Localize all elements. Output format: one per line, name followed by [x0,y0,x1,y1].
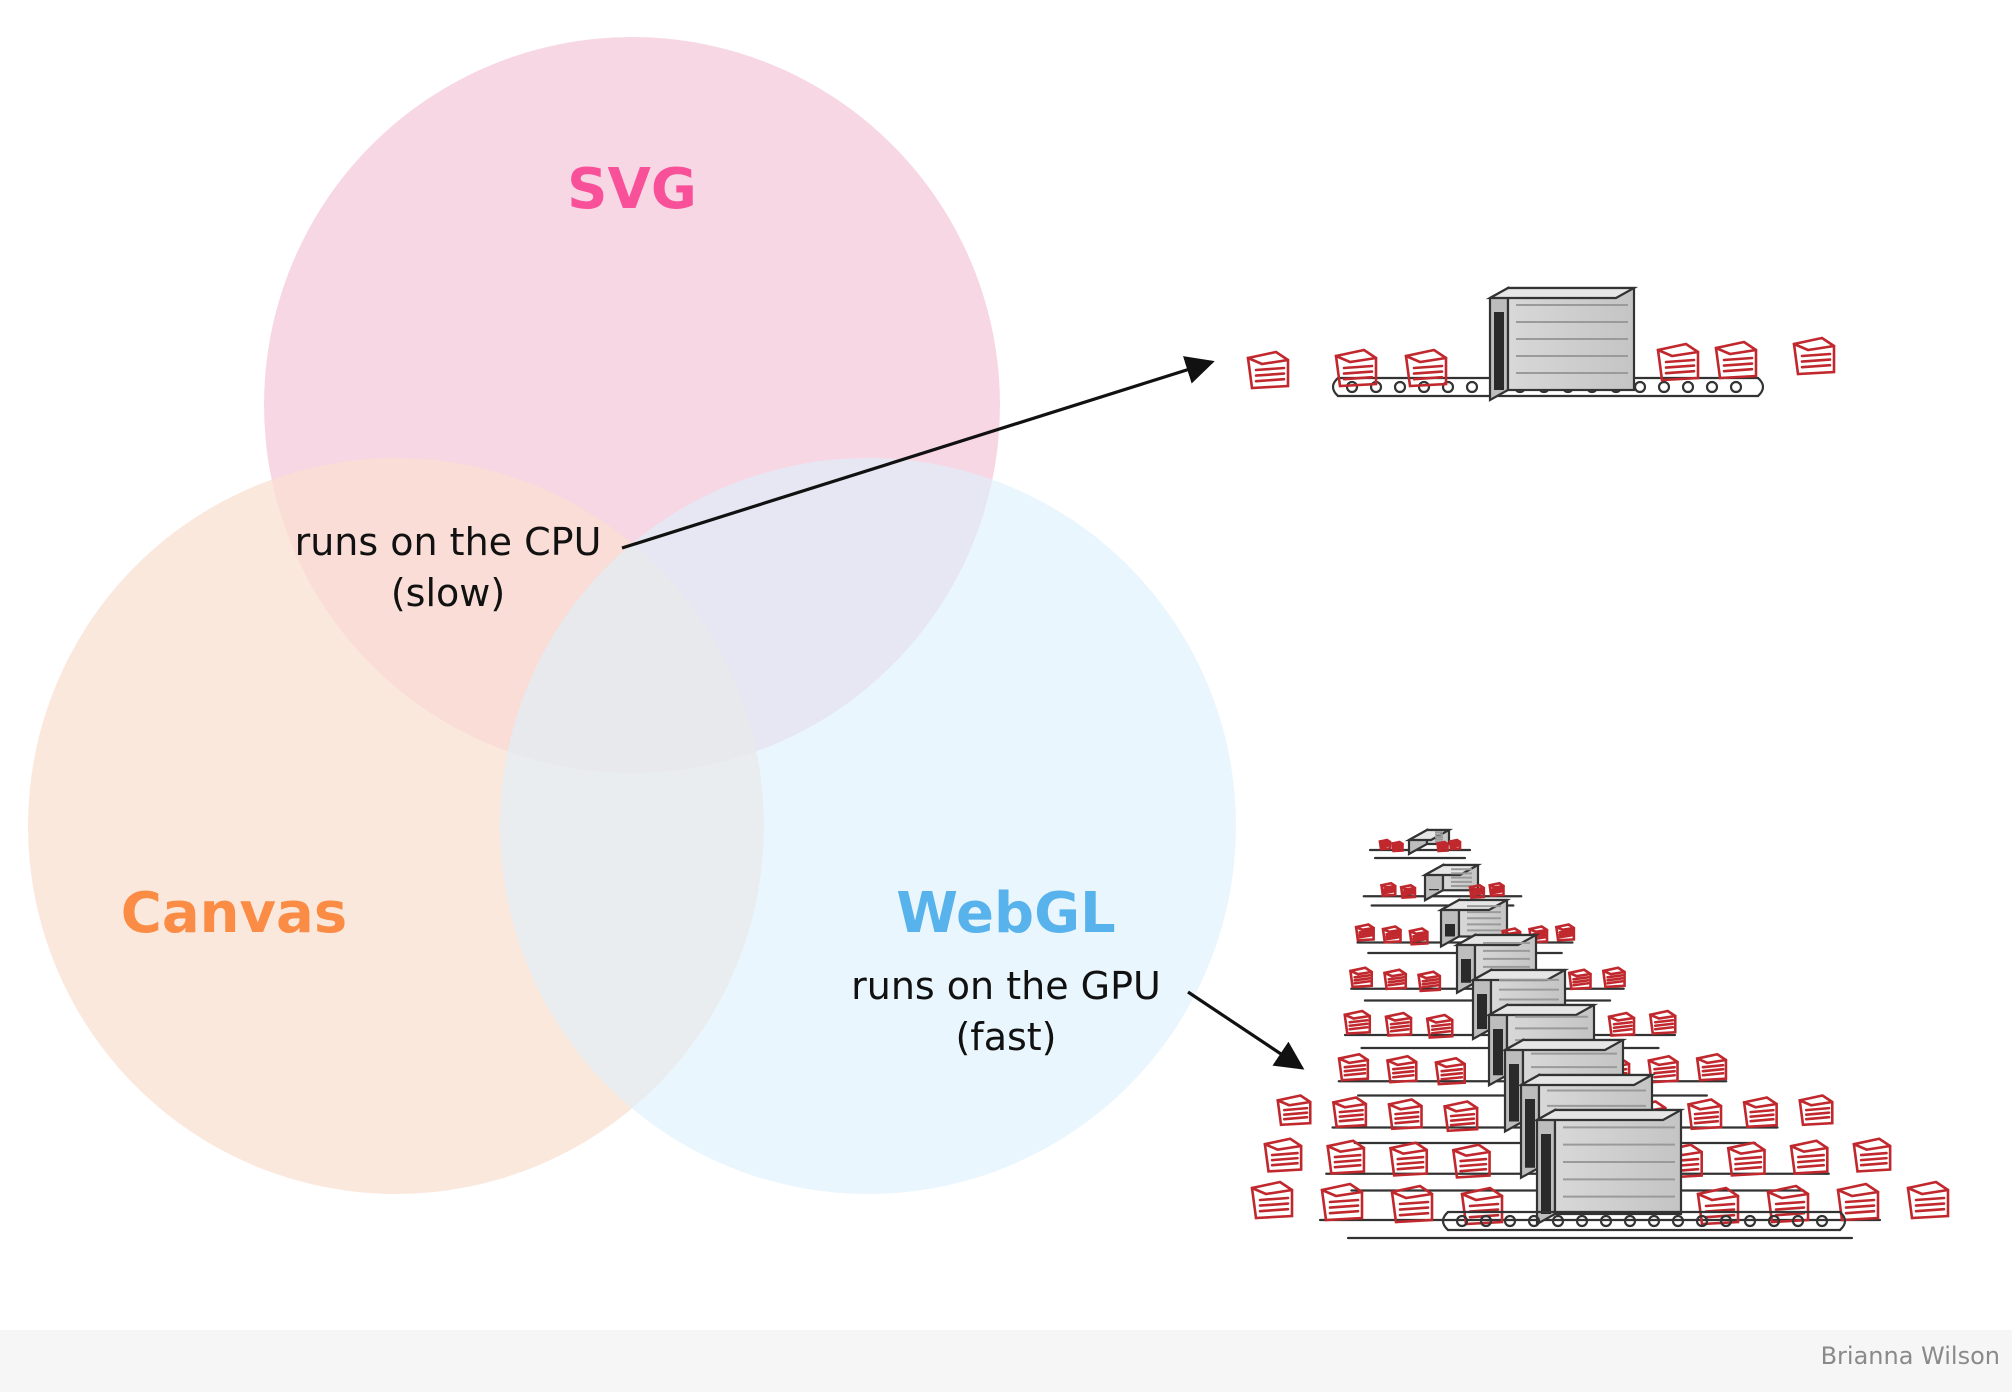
red-crate-icon [1488,881,1505,897]
cpu-arrow [621,356,1215,550]
red-crate-icon [1389,1141,1429,1177]
red-crate-icon [1343,1009,1372,1035]
processing-machine-icon [1404,828,1454,856]
red-crate-icon [1434,1056,1466,1086]
footer-band [0,1330,2012,1392]
processing-machine-icon [1532,1108,1686,1226]
webgl-label: WebGL [896,881,1116,946]
red-crate-icon [1601,966,1626,989]
red-crate-icon [1381,925,1402,944]
red-crate-icon [1425,1013,1454,1039]
red-crate-icon [1696,1186,1740,1226]
red-crate-icon [1334,348,1378,388]
red-crate-icon [1387,1098,1423,1131]
parallel-conveyors-illustration-icon [1250,828,1950,1240]
cpu-note-line2: (slow) [391,571,505,615]
webgl-circle [500,458,1236,1194]
red-crate-icon [1384,1011,1413,1037]
red-crate-icon [1792,336,1836,376]
red-crate-icon [1337,1052,1370,1082]
red-crate-icon [1391,840,1404,853]
red-crate-icon [1250,1180,1294,1220]
svg-label: SVG [567,157,697,222]
single-conveyor-illustration-icon [1246,286,1836,402]
processing-machine-icon [1485,286,1639,402]
red-crate-icon [1554,923,1576,942]
red-crate-icon [1378,838,1392,851]
red-crate-icon [1399,883,1417,899]
red-crate-icon [1789,1139,1829,1175]
red-crate-icon [1607,1011,1636,1037]
gpu-note-line2: (fast) [955,1015,1056,1059]
red-crate-icon [1383,968,1408,991]
red-crate-icon [1567,968,1592,991]
red-crate-icon [1648,1009,1677,1035]
red-crate-icon [1276,1094,1312,1127]
red-crate-icon [1320,1182,1364,1222]
red-crate-icon [1906,1180,1950,1220]
red-crate-icon [1246,350,1290,390]
red-crate-icon [1408,927,1429,946]
red-crate-icon [1404,348,1448,388]
red-crate-icon [1468,883,1486,899]
red-crate-icon [1380,881,1397,897]
red-crate-icon [1263,1137,1303,1173]
gpu-note-line1: runs on the GPU [851,964,1161,1008]
red-crate-icon [1726,1141,1766,1177]
red-crate-icon [1836,1182,1880,1222]
cpu-note-line1: runs on the CPU [295,520,602,564]
red-crate-icon [1714,340,1758,380]
red-crate-icon [1331,1096,1368,1129]
processing-machine-icon [1436,898,1512,949]
canvas-label: Canvas [121,881,347,946]
red-crate-icon [1448,838,1462,851]
red-crate-icon [1852,1137,1892,1173]
red-crate-icon [1695,1052,1728,1082]
red-crate-icon [1348,966,1373,989]
processing-machine-icon [1420,863,1483,903]
red-crate-icon [1390,1184,1434,1224]
red-crate-icon [1798,1094,1834,1127]
conveyor-belt-icon [1441,1210,1847,1232]
red-crate-icon [1326,1139,1366,1175]
gpu-arrow [1187,990,1305,1070]
author-credit: Brianna Wilson [1821,1342,2000,1370]
red-crate-icon [1742,1096,1778,1129]
red-crate-icon [1354,923,1375,942]
red-crate-icon [1656,342,1700,382]
red-crate-icon [1417,970,1442,993]
red-crate-icon [1687,1098,1723,1131]
red-crate-icon [1436,840,1449,853]
red-crate-icon [1386,1054,1418,1084]
red-crate-icon [1451,1143,1491,1179]
red-crate-icon [1443,1100,1479,1133]
